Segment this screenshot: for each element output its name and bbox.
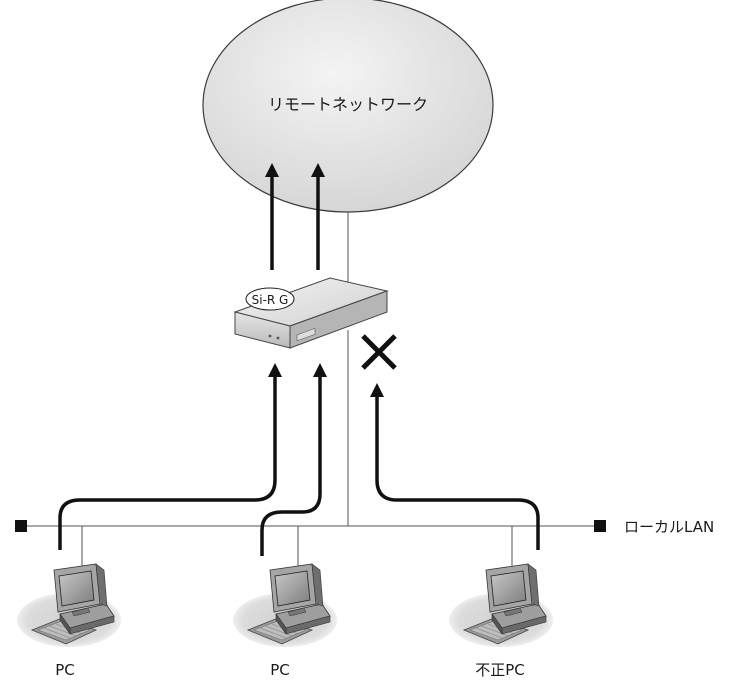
pc-icon	[232, 563, 338, 648]
traffic-paths	[58, 363, 540, 556]
pc-icon	[16, 563, 122, 648]
pc-icon	[448, 563, 554, 648]
lan-end-right-marker	[594, 520, 606, 532]
x-mark-icon	[361, 334, 397, 370]
pc-1: PC	[16, 563, 122, 679]
pc-3: 不正PC	[448, 563, 554, 679]
pc-2-traffic-arrow	[260, 363, 327, 556]
pc-1-traffic-arrow	[58, 363, 282, 550]
lan-end-left-marker	[15, 520, 27, 532]
router-label: Si-R G	[252, 293, 289, 307]
remote-network-label: リモートネットワーク	[268, 95, 428, 114]
unauthorized-pc-traffic-arrow	[370, 383, 540, 550]
pc-1-label: PC	[55, 661, 75, 679]
router-icon: Si-R G	[233, 277, 389, 349]
unauthorized-pc-label: 不正PC	[475, 661, 525, 679]
pc-2-label: PC	[270, 661, 290, 679]
remote-network-cloud: リモートネットワーク	[202, 0, 494, 213]
router-badge	[245, 287, 295, 311]
local-lan-label: ローカルLAN	[624, 518, 714, 536]
local-lan-bus: ローカルLAN	[15, 518, 714, 536]
pc-2: PC	[232, 563, 338, 679]
router-to-cloud-arrows	[265, 163, 325, 270]
